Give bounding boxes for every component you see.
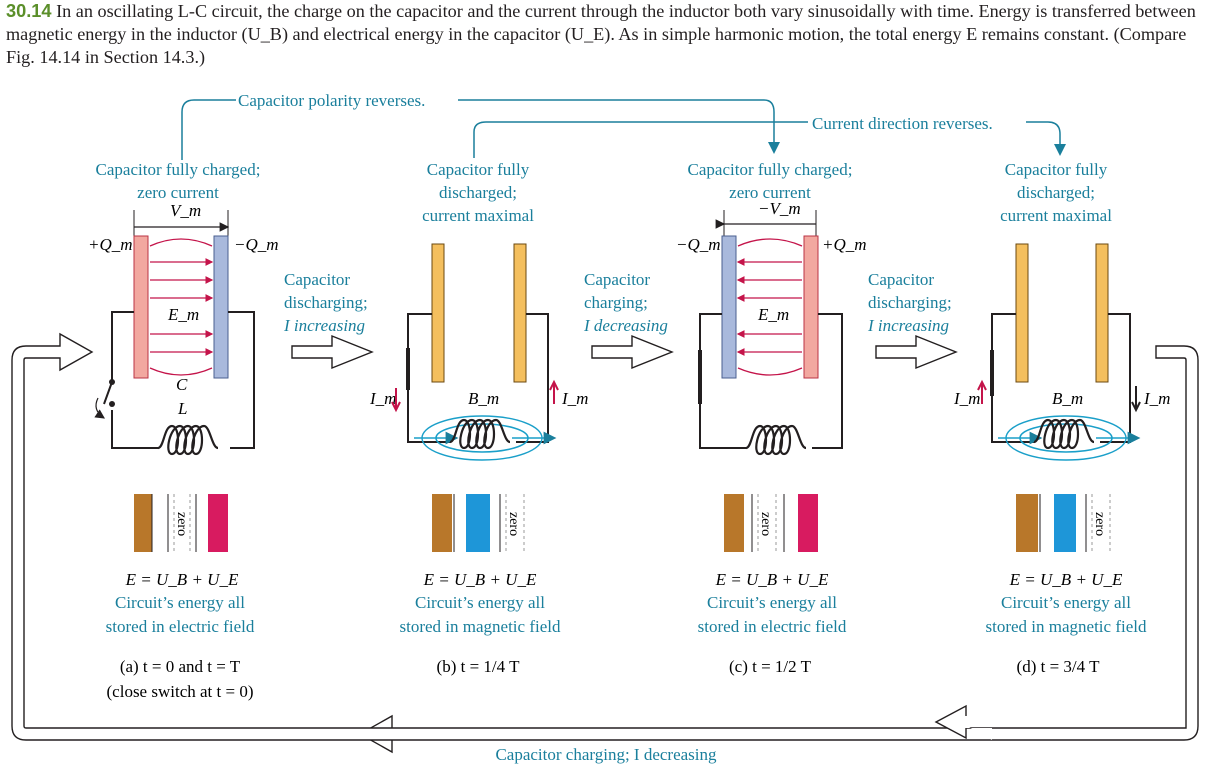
transition-bc-line2: charging; [584, 293, 648, 312]
state-b-line2: discharged; [439, 183, 517, 202]
voltage-label-a: V_m [170, 201, 201, 220]
transition-bc-line3: I decreasing [583, 316, 668, 335]
plate-right-b [513, 243, 527, 383]
transition-ab-line2: discharging; [284, 293, 368, 312]
state-c-line1: Capacitor fully charged; [688, 160, 853, 179]
figure-number: 30.14 [6, 1, 52, 21]
state-d-line3: current maximal [1000, 206, 1112, 225]
transition-ab-line1: Capacitor [284, 270, 350, 289]
right-charge-a: −Q_m [234, 235, 279, 254]
ind-label-a: L [177, 399, 187, 418]
energy-eq-a: E = U_B + U_E [125, 570, 239, 589]
state-c-line2: zero current [729, 183, 811, 202]
energy-desc-c-1: Circuit’s energy all [707, 593, 837, 612]
transition-bc-line1: Capacitor [584, 270, 650, 289]
polarity-reverse-connector [181, 99, 780, 160]
left-charge-c: −Q_m [676, 235, 721, 254]
current-left-b: I_m [369, 389, 396, 408]
return-loop-right [358, 345, 1199, 754]
time-label-c: (c) t = 1/2 T [729, 657, 812, 676]
state-a-line1: Capacitor fully charged; [96, 160, 261, 179]
state-b-line3: current maximal [422, 206, 534, 225]
energy-eq-b: E = U_B + U_E [423, 570, 537, 589]
energy-eq-d: E = U_B + U_E [1009, 570, 1123, 589]
return-loop-left [11, 332, 392, 741]
time-sub-a: (close switch at t = 0) [107, 682, 254, 701]
panel-a: V_m +Q_m −Q_m E_m C L zero [88, 201, 279, 552]
current-reverse-label: Current direction reverses. [812, 114, 993, 133]
field-label-a: E_m [167, 305, 199, 324]
energy-desc-b-1: Circuit’s energy all [415, 593, 545, 612]
cap-label-a: C [176, 375, 188, 394]
energy-desc-a-1: Circuit’s energy all [115, 593, 245, 612]
energy-desc-b-2: stored in magnetic field [400, 617, 561, 636]
bfield-label-d: B_m [1052, 389, 1083, 408]
energy-desc-a-2: stored in electric field [106, 617, 255, 636]
panel-c: −V_m −Q_m +Q_m E_m zero [676, 199, 867, 552]
panel-b: B_m I_m I_m zero [369, 243, 588, 552]
time-label-d: (d) t = 3/4 T [1017, 657, 1101, 676]
positive-plate-a [133, 235, 149, 379]
switch-a [103, 381, 113, 405]
field-label-c: E_m [757, 305, 789, 324]
positive-plate-c [803, 235, 819, 379]
energy-desc-d-2: stored in magnetic field [986, 617, 1147, 636]
polarity-reverse-label: Capacitor polarity reverses. [238, 91, 425, 110]
right-charge-c: +Q_m [822, 235, 867, 254]
state-d-line2: discharged; [1017, 183, 1095, 202]
plate-left-d [1015, 243, 1029, 383]
current-left-d: I_m [953, 389, 980, 408]
negative-plate-c [721, 235, 737, 379]
state-b-line1: Capacitor fully [427, 160, 530, 179]
transition-cd-line3: I increasing [867, 316, 949, 335]
transition-cd-line2: discharging; [868, 293, 952, 312]
zero-label-d: zero [1092, 512, 1107, 536]
blue-bar-d [1054, 494, 1076, 552]
state-a-line2: zero current [137, 183, 219, 202]
panel-d: B_m I_m I_m zero [953, 243, 1170, 552]
voltage-label-c: −V_m [758, 199, 801, 218]
plate-right-d [1095, 243, 1109, 383]
state-d-line1: Capacitor fully [1005, 160, 1108, 179]
ue-bar-c [798, 494, 818, 552]
time-label-b: (b) t = 1/4 T [437, 657, 521, 676]
energy-desc-d-1: Circuit’s energy all [1001, 593, 1131, 612]
ub-bar-c [724, 494, 744, 552]
current-right-d: I_m [1143, 389, 1170, 408]
ub-bar-d [1016, 494, 1038, 552]
current-right-b: I_m [561, 389, 588, 408]
ub-bar-a [134, 494, 152, 552]
bottom-transition-label: Capacitor charging; I decreasing [495, 745, 717, 764]
transition-arrow-ab [291, 334, 374, 370]
time-label-a: (a) t = 0 and t = T [120, 657, 241, 676]
caption-text: In an oscillating L-C circuit, the charg… [6, 1, 1196, 67]
zero-label-a: zero [174, 512, 189, 536]
negative-plate-a [213, 235, 229, 379]
ub-bar-b [432, 494, 452, 552]
blue-bar-b [466, 494, 490, 552]
transition-arrow-bc [591, 334, 674, 370]
current-reverse-connector [473, 121, 1066, 158]
zero-label-b: zero [506, 512, 521, 536]
left-charge-a: +Q_m [88, 235, 133, 254]
energy-desc-c-2: stored in electric field [698, 617, 847, 636]
transition-ab-line3: I increasing [283, 316, 365, 335]
transition-cd-line1: Capacitor [868, 270, 934, 289]
ue-bar-a [208, 494, 228, 552]
figure-caption: 30.14 In an oscillating L-C circuit, the… [6, 0, 1216, 69]
energy-eq-c: E = U_B + U_E [715, 570, 829, 589]
zero-label-c: zero [758, 512, 773, 536]
return-arrow-head-right [934, 704, 967, 740]
transition-arrow-cd [875, 334, 958, 370]
plate-left-b [431, 243, 445, 383]
bfield-label-b: B_m [468, 389, 499, 408]
